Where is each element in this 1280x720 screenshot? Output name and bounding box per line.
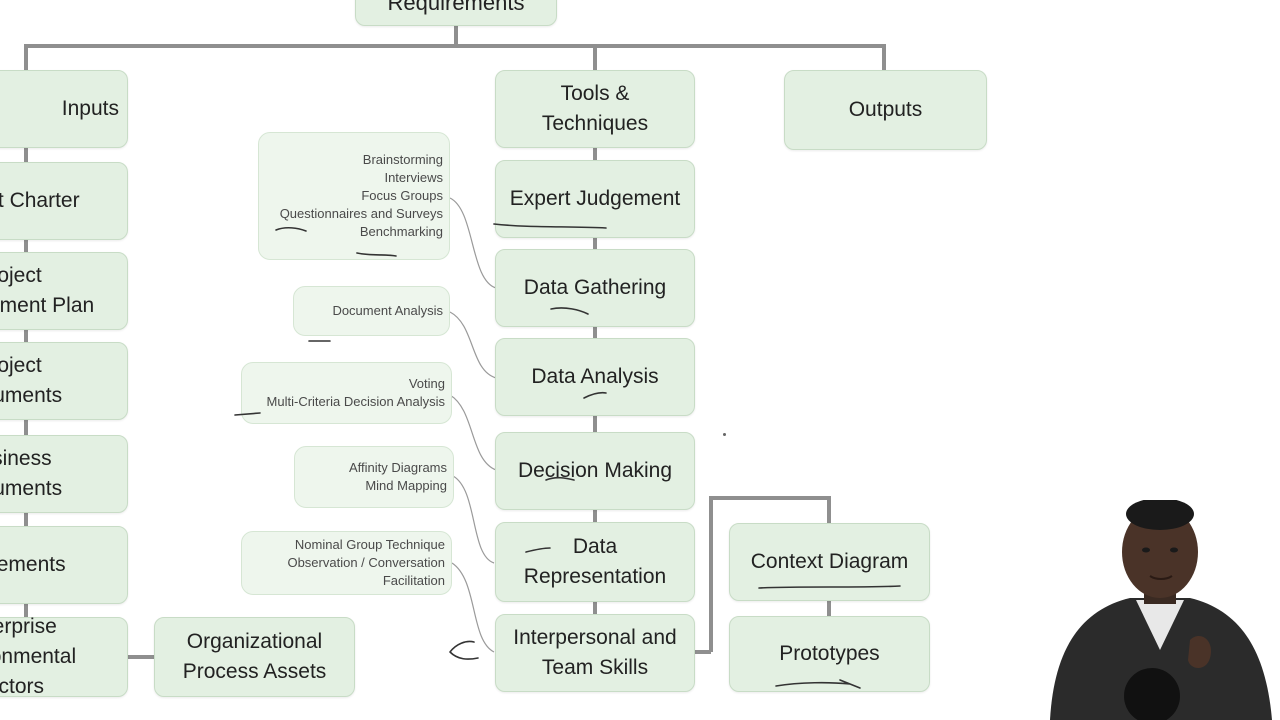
tool-label: Data Representation [523, 535, 667, 588]
output-context-diagram: Context Diagram [729, 523, 930, 601]
inputs-header: Inputs [0, 70, 128, 148]
tool-interpersonal-team-skills: Interpersonal and Team Skills [495, 614, 695, 692]
input-label: Business Documents [0, 447, 63, 500]
input-label: Project Documents [0, 354, 63, 407]
output-prototypes: Prototypes [729, 616, 930, 692]
tool-label: Expert Judgement [509, 187, 681, 210]
tools-header: Tools & Techniques [495, 70, 695, 148]
tool-label: Interpersonal and Team Skills [513, 626, 677, 679]
input-enterprise-environmental-factors: Enterprise Environmental Factors [0, 615, 128, 698]
outputs-header: Outputs [784, 70, 987, 150]
input-agreements: Agreements [0, 526, 128, 604]
tool-expert-judgement: Expert Judgement [495, 160, 695, 238]
input-project-management-plan: Project Management Plan [0, 252, 128, 330]
stray-dot [723, 433, 726, 436]
callout-text: Affinity Diagrams Mind Mapping [348, 460, 447, 493]
tools-header-label: Tools & Techniques [541, 82, 649, 135]
input-label: Agreements [0, 553, 66, 576]
callout-text: Brainstorming Interviews Focus Groups Qu… [279, 152, 443, 239]
outputs-header-label: Outputs [848, 98, 923, 121]
tool-label: Data Analysis [531, 365, 659, 388]
input-label: Project Charter [0, 189, 80, 212]
inputs-header-label: Inputs [61, 97, 119, 120]
presenter-video [1050, 500, 1272, 720]
tool-data-gathering: Data Gathering [495, 249, 695, 327]
root-label: Requirements [387, 0, 525, 15]
callout-data-gathering: Brainstorming Interviews Focus Groups Qu… [258, 132, 450, 260]
output-label: Context Diagram [750, 550, 909, 573]
callout-text: Voting Multi-Criteria Decision Analysis [266, 376, 445, 409]
tool-label: Data Gathering [523, 276, 667, 299]
callout-text: Document Analysis [332, 303, 443, 318]
tool-data-representation: Data Representation [495, 522, 695, 602]
root-node: Requirements [355, 0, 557, 26]
output-label: Prototypes [779, 642, 880, 665]
callout-data-representation: Affinity Diagrams Mind Mapping [294, 446, 454, 508]
input-project-charter: Project Charter [0, 162, 128, 240]
opa-label: Organizational Process Assets [182, 630, 327, 683]
callout-interpersonal: Nominal Group Technique Observation / Co… [241, 531, 452, 595]
tool-data-analysis: Data Analysis [495, 338, 695, 416]
tool-label: Decision Making [517, 459, 673, 482]
input-label: Project Management Plan [0, 264, 95, 317]
input-business-documents: Business Documents [0, 435, 128, 513]
input-organizational-process-assets: Organizational Process Assets [154, 617, 355, 697]
input-project-documents: Project Documents [0, 342, 128, 420]
callout-decision-making: Voting Multi-Criteria Decision Analysis [241, 362, 452, 424]
input-label: Enterprise Environmental Factors [0, 615, 77, 698]
callout-text: Nominal Group Technique Observation / Co… [287, 537, 445, 588]
callout-data-analysis: Document Analysis [293, 286, 450, 336]
tool-decision-making: Decision Making [495, 432, 695, 510]
